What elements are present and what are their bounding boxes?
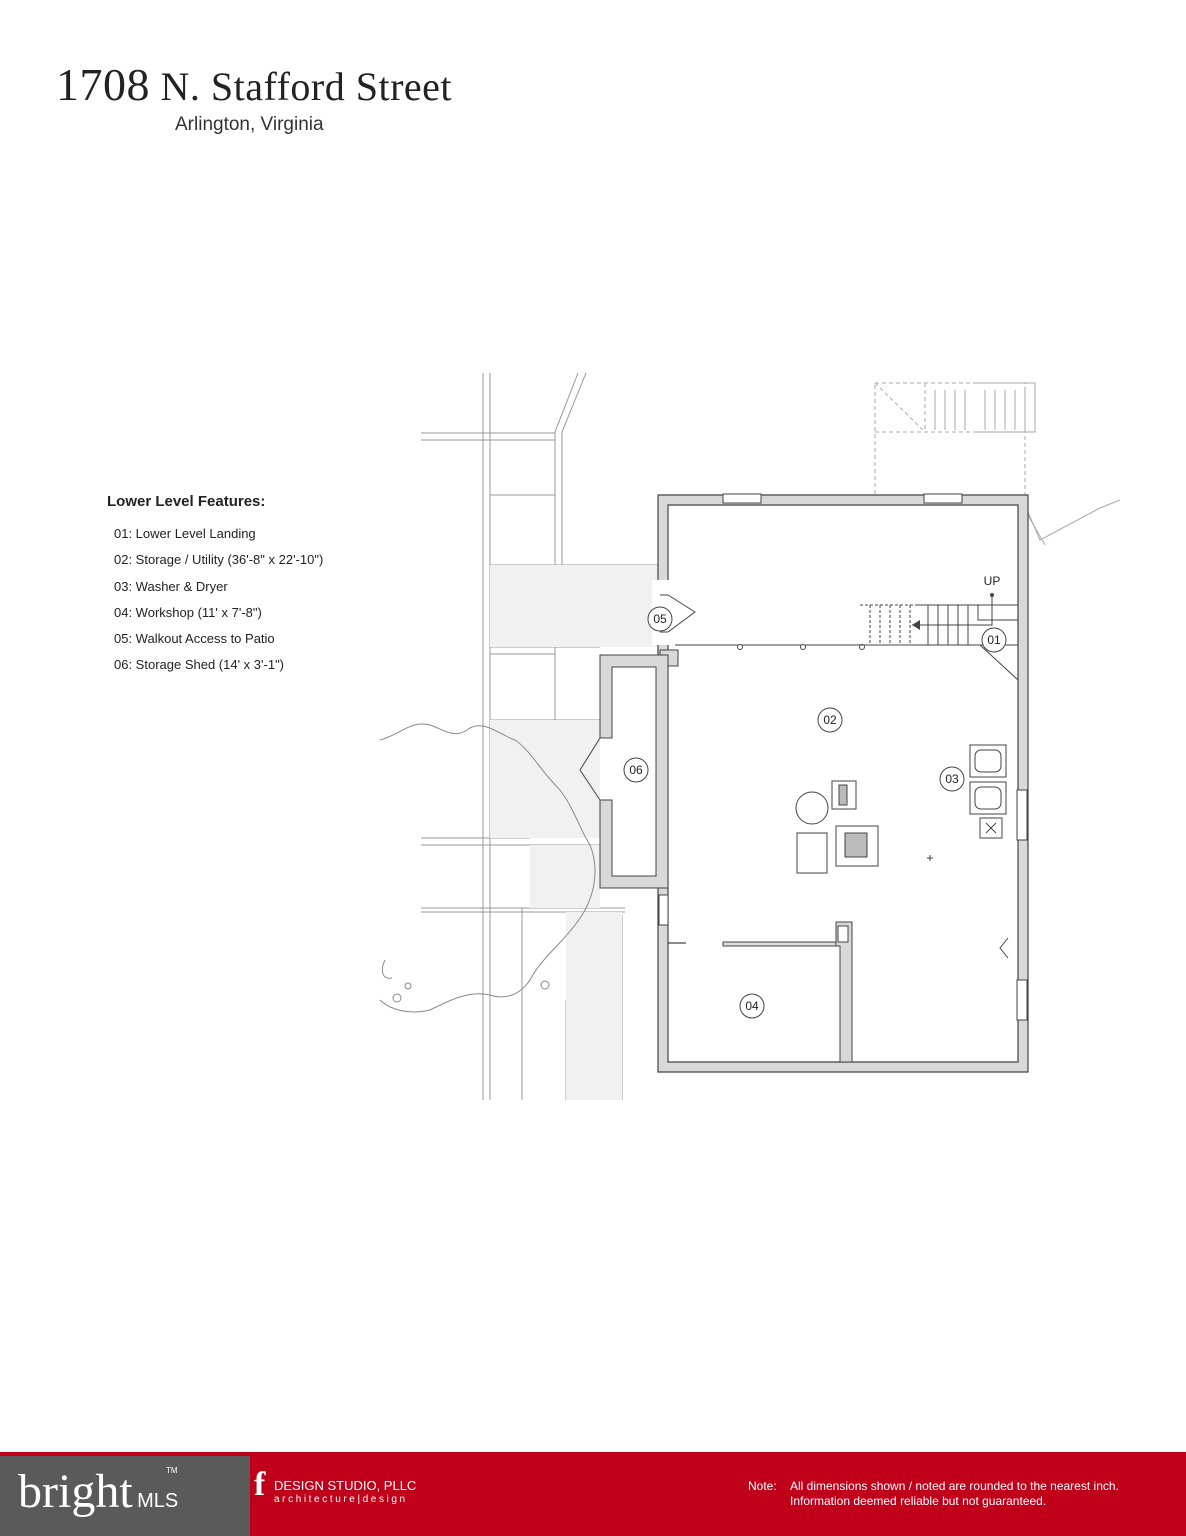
studio-logo-letter: f <box>254 1466 266 1503</box>
title-street: N. Stafford Street <box>160 64 453 109</box>
note-label: Note: <box>748 1479 777 1493</box>
room-tag-04: 04 <box>745 999 759 1013</box>
feature-item: 03: Washer & Dryer <box>114 578 228 594</box>
room-tag-05: 05 <box>653 612 667 626</box>
disclaimer-note: All dimensions shown / noted are rounded… <box>790 1479 1119 1509</box>
mls-logo: bright MLS <box>18 1464 178 1519</box>
mls-suffix: MLS <box>137 1490 179 1512</box>
feature-item: 01: Lower Level Landing <box>114 526 256 541</box>
features-list: Lower Level Features: 01: Lower Level La… <box>107 493 407 684</box>
stair-up-label: UP <box>984 574 1001 588</box>
room-tag-06: 06 <box>629 763 643 777</box>
features-heading: Lower Level Features: <box>107 493 266 510</box>
mls-brand: bright <box>18 1465 133 1518</box>
note-line-1: All dimensions shown / noted are rounded… <box>790 1479 1119 1493</box>
studio-name: DESIGN STUDIO, PLLC <box>274 1478 417 1493</box>
note-line-2: Information deemed reliable but not guar… <box>790 1494 1047 1508</box>
feature-item: 02: Storage / Utility (36'-8" x 22'-10") <box>114 552 324 568</box>
page-subtitle: Arlington, Virginia <box>175 114 324 135</box>
feature-item: 06: Storage Shed (14' x 3'-1") <box>114 657 285 673</box>
studio-tagline: architecture|design <box>274 1494 408 1505</box>
page-title: 1708 N. Stafford Street <box>56 58 452 111</box>
mls-badge <box>0 1456 250 1536</box>
mls-tm: TM <box>166 1466 178 1475</box>
floor-plan: 05 01 02 03 06 04 UP <box>379 372 1121 1100</box>
title-number: 1708 <box>56 59 150 110</box>
room-tag-02: 02 <box>823 713 837 727</box>
room-tag-03: 03 <box>945 772 959 786</box>
feature-item: 04: Workshop (11' x 7'-8") <box>114 604 262 620</box>
feature-item: 05: Walkout Access to Patio <box>114 631 275 647</box>
room-tag-01: 01 <box>987 633 1001 647</box>
